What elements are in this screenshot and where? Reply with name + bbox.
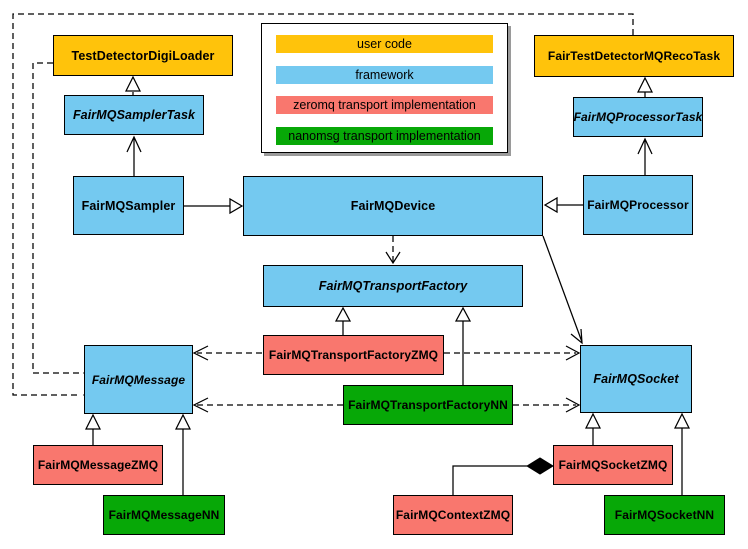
class-node-testdetectordigiloader: TestDetectorDigiLoader [53,35,233,76]
legend-item-user-code: user code [276,35,493,53]
hollow-triangle-icon [84,413,102,430]
legend-item-framework: framework [276,65,493,84]
association-edge-processor-processortask [637,137,653,175]
class-node-fairmqmessagenn: FairMQMessageNN [103,495,225,535]
legend: user code framework zeromq transport imp… [261,23,508,153]
class-node-fairmqsocketnn: FairMQSocketNN [604,495,725,535]
dependency-edge-factoryzmq-socket [444,345,581,361]
composition-edge-contextzmq-socketzmq [452,457,554,495]
legend-item-zeromq: zeromq transport implementation [276,96,493,114]
inheritance-edge-socketnn-socket [673,412,691,495]
inheritance-edge-processortask-recotask [636,76,654,97]
open-arrowhead-icon [192,345,209,361]
inheritance-edge-samplertask-digiloader [124,75,142,95]
hollow-triangle-icon [174,413,192,430]
inheritance-edge-factoryzmq-transportfactory [334,306,352,335]
filled-diamond-icon [526,457,554,475]
hollow-triangle-icon [636,76,654,93]
inheritance-edge-sampler-device [184,197,244,215]
open-arrowhead-icon [192,397,209,413]
hollow-triangle-icon [229,197,244,215]
class-node-fairmqprocessor: FairMQProcessor [583,175,693,235]
open-arrowhead-icon [565,345,581,361]
hollow-triangle-icon [334,306,352,322]
class-node-fairmqcontextzmq: FairMQContextZMQ [393,495,513,535]
association-edge-device-socket [542,235,583,345]
class-node-fairmqmessagezmq: FairMQMessageZMQ [33,445,163,485]
class-node-fairmqprocessortask: FairMQProcessorTask [573,97,703,137]
dependency-edge-factorynn-message [192,397,343,413]
class-node-fairmqsamplertask: FairMQSamplerTask [64,95,204,135]
hollow-triangle-icon [584,412,602,429]
legend-label: nanomsg transport implementation [288,128,481,143]
open-arrowhead-icon [126,135,142,153]
class-node-fairmqsocketzmq: FairMQSocketZMQ [553,445,673,485]
dependency-edge-device-transportfactory [385,236,401,265]
legend-label: user code [357,37,412,51]
class-node-fairmqtransportfactorynn: FairMQTransportFactoryNN [343,385,513,425]
inheritance-edge-processor-device [543,196,583,214]
hollow-triangle-icon [124,75,142,92]
open-arrowhead-icon [570,328,583,345]
class-node-fairmqsocket: FairMQSocket [580,345,692,413]
open-arrowhead-icon [565,397,581,413]
dependency-edge-factoryzmq-message [192,345,262,361]
class-node-fairtestdetectormqrecotask: FairTestDetectorMQRecoTask [534,35,734,77]
legend-label: framework [355,67,414,82]
class-node-fairmqdevice: FairMQDevice [243,176,543,236]
inheritance-edge-messagenn-message [174,413,192,495]
open-arrowhead-icon [385,251,401,265]
class-node-fairmqsampler: FairMQSampler [73,176,184,235]
hollow-triangle-icon [454,306,472,322]
association-edge-sampler-samplertask [126,135,142,176]
hollow-triangle-icon [543,196,558,214]
inheritance-edge-factorynn-transportfactory [454,306,472,385]
legend-item-nanomsg: nanomsg transport implementation [276,126,493,145]
legend-label: zeromq transport implementation [293,98,476,112]
open-arrowhead-icon [637,137,653,155]
inheritance-edge-socketzmq-socket [584,412,602,445]
class-node-fairmqmessage: FairMQMessage [84,345,193,414]
dependency-edge-factorynn-socket [513,397,581,413]
hollow-triangle-icon [673,412,691,429]
inheritance-edge-messagezmq-message [84,413,102,445]
class-node-fairmqtransportfactory: FairMQTransportFactory [263,265,523,307]
class-node-fairmqtransportfactoryzmq: FairMQTransportFactoryZMQ [263,335,444,375]
